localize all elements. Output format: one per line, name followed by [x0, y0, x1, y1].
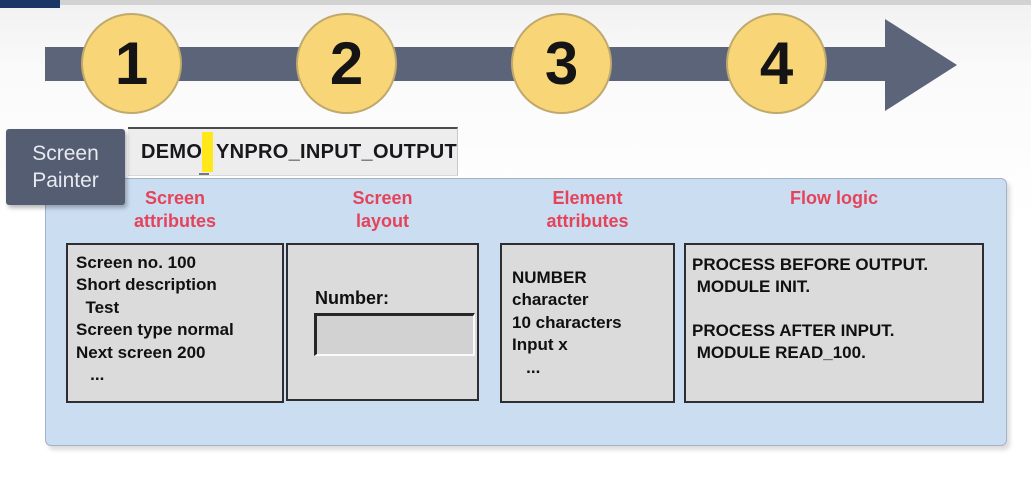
element-attributes-box: NUMBER character 10 characters Input x .… [500, 243, 675, 403]
column-header-flow-logic: Flow logic [790, 188, 878, 208]
screen-attributes-line: Next screen 200 [76, 342, 206, 362]
tab-label-line1: Screen [32, 141, 99, 165]
column-header-element-attributes: Element attributes [546, 188, 629, 232]
number-label: Number: [315, 288, 390, 308]
flow-logic-line: MODULE READ_100. [692, 343, 866, 363]
column-header-screen-layout: Screen layout [352, 188, 413, 232]
program-name-suffix: YNPRO_INPUT_OUTPUT [216, 140, 457, 163]
element-attributes-line: character [512, 290, 589, 310]
element-attributes-line: NUMBER [512, 268, 587, 287]
flow-logic-line: PROCESS BEFORE OUTPUT. [692, 255, 929, 274]
step-circle-2: 2 [296, 13, 397, 114]
element-attributes-line: ... [512, 357, 541, 377]
element-attributes-line: Input x [512, 335, 568, 355]
flow-logic-line: MODULE INIT. [692, 277, 811, 297]
step-circle-3: 3 [511, 13, 612, 114]
program-name-field[interactable]: DEMO YNPRO_INPUT_OUTPUT [128, 127, 458, 176]
window-edge-accent [0, 0, 60, 8]
flow-logic-box: PROCESS BEFORE OUTPUT. MODULE INIT. PROC… [684, 243, 984, 403]
screen-attributes-line: Short description [76, 275, 217, 295]
flow-logic-line [692, 298, 976, 320]
screen-attributes-line: ... [76, 365, 105, 385]
program-name-prefix: DEMO [141, 140, 203, 163]
window-edge-strip [60, 0, 1031, 5]
screen-layout-box: Number: [286, 243, 479, 401]
screen-attributes-line: Test [76, 297, 120, 317]
flow-logic-line: PROCESS AFTER INPUT. [692, 321, 895, 341]
number-input[interactable] [314, 313, 475, 356]
screen-attributes-box: Screen no. 100 Short description Test Sc… [66, 243, 284, 403]
step-number-3: 3 [544, 29, 579, 97]
step-circle-1: 1 [81, 13, 182, 114]
tab-label-line2: Painter [32, 169, 99, 192]
screen-painter-tab: Screen Painter [6, 129, 125, 205]
step-number-2: 2 [329, 29, 364, 97]
step-number-4: 4 [759, 29, 794, 97]
step-number-1: 1 [114, 29, 149, 97]
process-arrow-head [885, 19, 957, 111]
screen-attributes-line: Screen type normal [76, 320, 234, 340]
text-cursor-highlight [199, 132, 213, 175]
step-circle-4: 4 [726, 13, 827, 114]
element-attributes-line: 10 characters [512, 312, 622, 332]
column-header-screen-attributes: Screen attributes [133, 188, 216, 232]
screen-attributes-line: Screen no. 100 [76, 253, 197, 272]
